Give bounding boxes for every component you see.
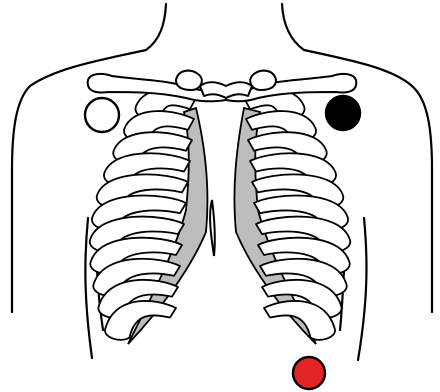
arm-inner-right-line: [358, 218, 366, 360]
clavicle-head-left: [176, 71, 202, 90]
red-electrode: [293, 357, 325, 389]
neck-right-line: [282, 4, 304, 50]
white-electrode: [85, 98, 119, 132]
manubrium-notch: [200, 82, 252, 98]
neck-left-line: [146, 4, 166, 50]
clavicle-head-right: [250, 71, 276, 90]
black-electrode: [326, 96, 360, 130]
xiphoid-process: [210, 200, 215, 256]
clavicles: [88, 71, 357, 102]
torso-outline: [12, 4, 432, 360]
ribcage: [90, 90, 351, 344]
